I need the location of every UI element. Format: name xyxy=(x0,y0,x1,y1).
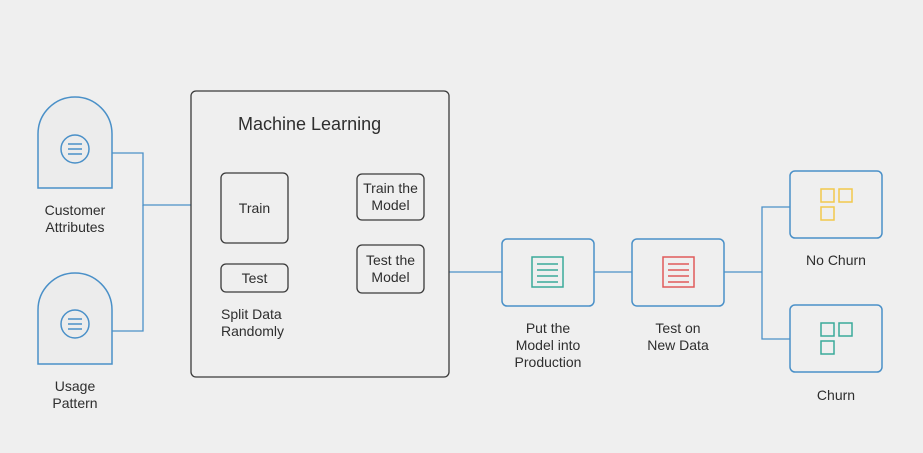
train-label: Train xyxy=(238,199,271,216)
document-icon xyxy=(60,134,90,164)
production-label: Put the Model into Production xyxy=(514,320,582,370)
churn-node xyxy=(789,304,883,373)
test-box xyxy=(220,263,289,293)
split-data-label: Split Data Randomly xyxy=(221,306,285,339)
test-new-data-node xyxy=(631,238,725,307)
no-churn-label: No Churn xyxy=(806,252,866,268)
usage-pattern-label: Usage Pattern xyxy=(52,378,98,411)
connector-customer xyxy=(112,152,192,206)
squares-icon xyxy=(820,322,853,355)
test-new-data-label: Test on New Data xyxy=(647,320,709,353)
machine-learning-title: Machine Learning xyxy=(238,114,382,134)
production-document-icon xyxy=(531,256,564,288)
usage-pattern-node xyxy=(37,272,113,365)
test-document-icon xyxy=(662,256,695,288)
test-label: Test xyxy=(241,269,268,286)
connector-usage xyxy=(112,205,144,332)
customer-attributes-label: Customer Attributes xyxy=(44,202,106,235)
document-icon xyxy=(60,309,90,339)
test-model-box xyxy=(356,244,425,294)
churn-label: Churn xyxy=(816,387,856,403)
train-box xyxy=(220,172,289,244)
train-model-box xyxy=(356,173,425,221)
production-node xyxy=(501,238,595,307)
test-model-label: Test the Model xyxy=(365,252,416,285)
no-churn-node xyxy=(789,170,883,239)
customer-attributes-node xyxy=(37,96,113,189)
machine-learning-container xyxy=(190,90,450,378)
train-model-label: Train the Model xyxy=(363,180,418,213)
squares-icon xyxy=(820,188,853,221)
connector-test-new-to-outcomes xyxy=(724,206,790,340)
